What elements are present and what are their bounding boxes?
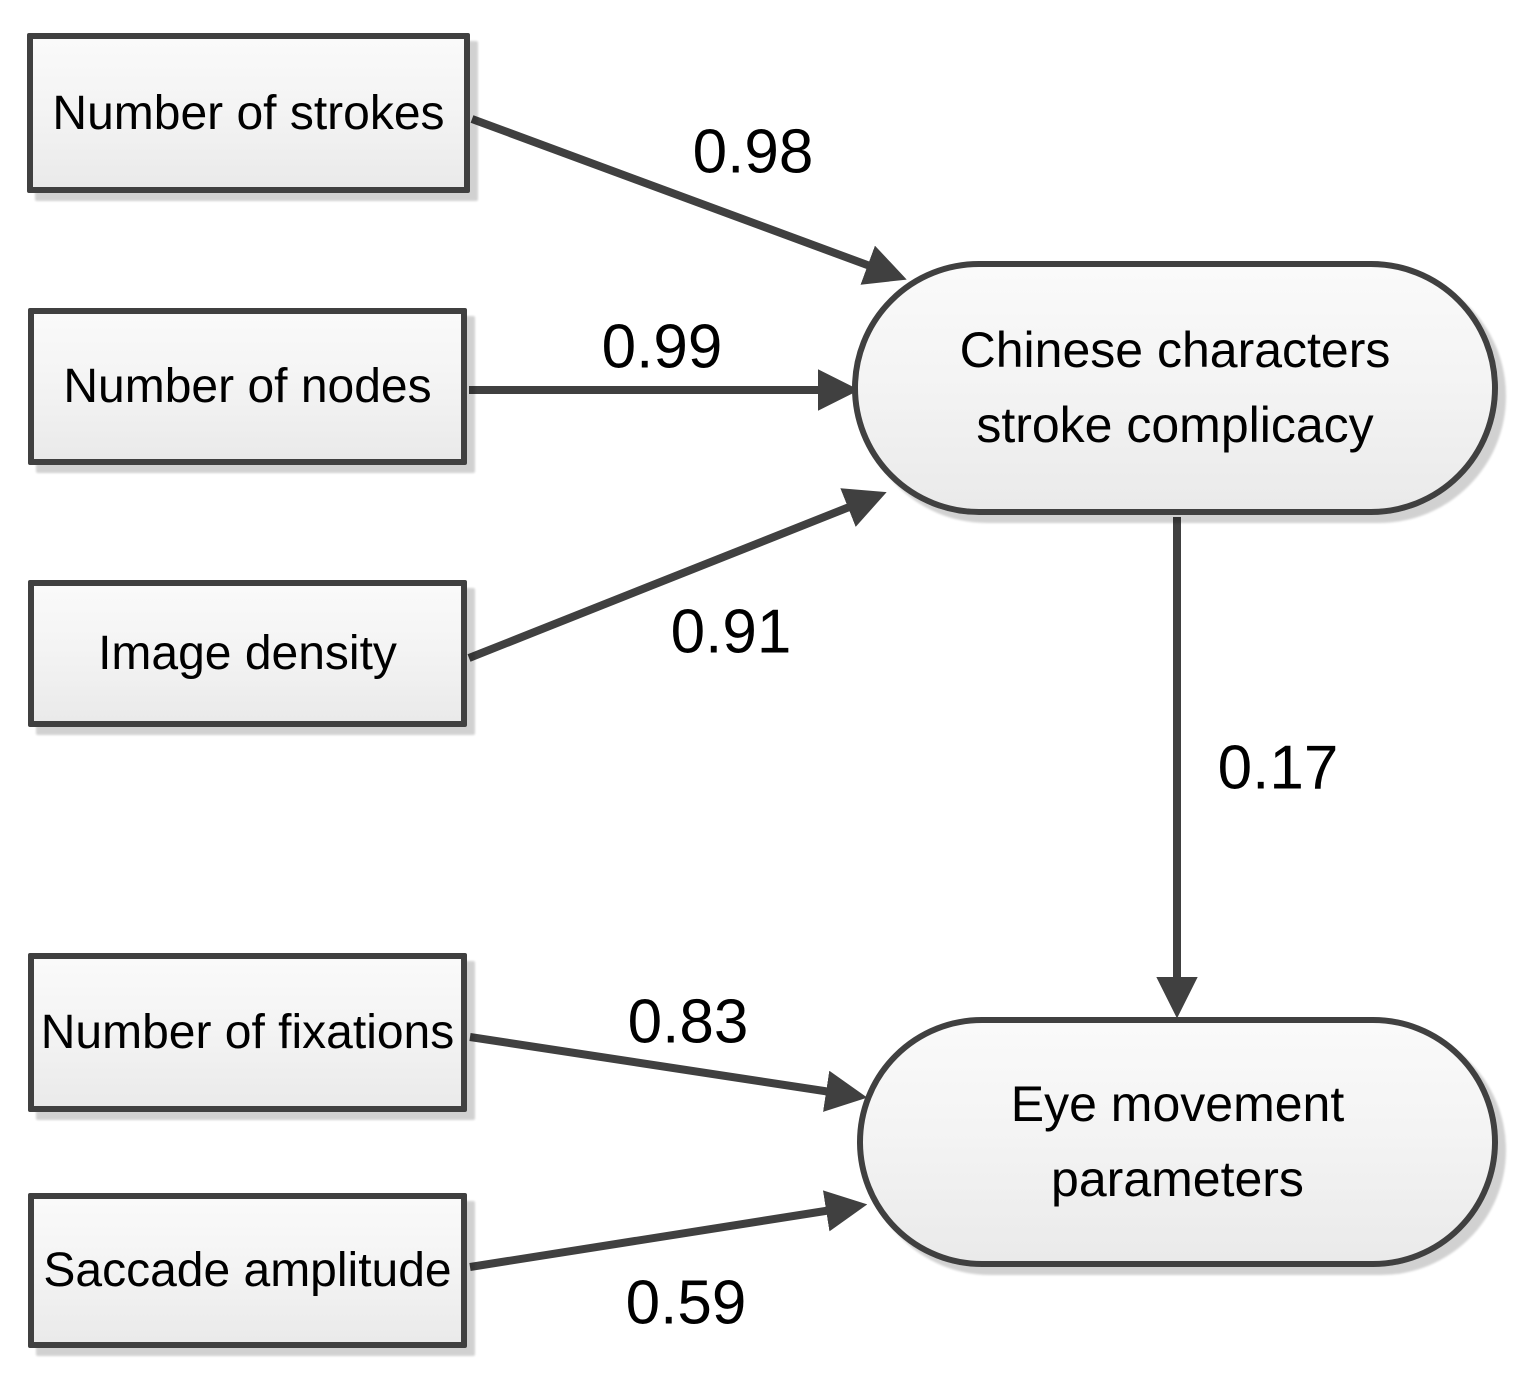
node-number-of-nodes: Number of nodes [28,308,467,465]
node-saccade-amplitude-label: Saccade amplitude [43,1244,452,1297]
node-number-of-fixations: Number of fixations [28,953,467,1112]
node-eye-movement-parameters-label: Eye movement parameters [1010,1076,1345,1207]
edge-weight-complicacy-to-eye: 0.17 [1217,733,1339,803]
node-eye-movement-parameters: Eye movement parameters [857,1017,1498,1267]
edge-fixations-to-eye-arrow [469,1033,868,1112]
edge-weight-saccade-to-eye: 0.59 [625,1268,747,1338]
node-image-density: Image density [28,580,467,727]
edge-weight-fixations-to-eye: 0.83 [627,987,749,1057]
node-image-density-label: Image density [98,627,397,680]
edge-strokes-to-complicacy-arrow [470,115,907,285]
node-chinese-characters-stroke-complicacy-label: Chinese characters stroke complicacy [959,322,1391,453]
edge-weight-nodes-to-complicacy: 0.99 [601,312,723,382]
node-saccade-amplitude: Saccade amplitude [28,1193,467,1348]
node-number-of-nodes-label: Number of nodes [63,360,432,413]
node-number-of-strokes-label: Number of strokes [52,86,445,140]
edge-weight-density-to-complicacy: 0.91 [670,597,792,667]
edge-weight-strokes-to-complicacy: 0.98 [692,117,814,187]
node-number-of-fixations-label: Number of fixations [40,1006,455,1059]
node-chinese-characters-stroke-complicacy: Chinese characters stroke complicacy [852,261,1498,515]
edge-density-to-complicacy-arrow [467,488,887,662]
node-number-of-strokes: Number of strokes [27,33,470,193]
edge-saccade-to-eye-arrow [469,1190,868,1271]
